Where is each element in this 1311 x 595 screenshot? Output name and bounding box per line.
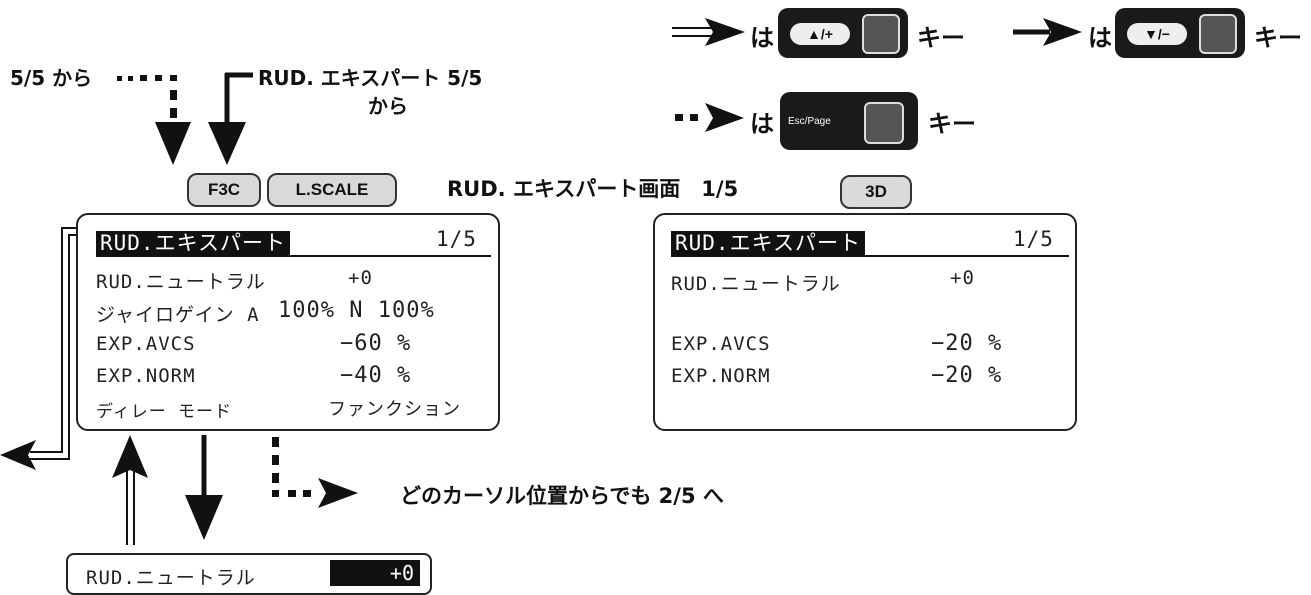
minus-key-cap: ▼/− [1127,23,1187,45]
dotted-path-from-5-5 [117,75,191,165]
screen-title: RUD.エキスパート [671,227,865,257]
page-key-button[interactable] [864,102,904,144]
row-exp-avcs-value[interactable]: −60 % [340,331,412,356]
row-gyro-gain-label: ジャイロゲイン A [96,304,260,326]
minus-key-prefix: は [1088,24,1112,52]
solid-path-from-expert [208,72,253,165]
page-key-prefix: は [750,110,774,138]
row-exp-norm-value[interactable]: −40 % [340,363,412,388]
row-rud-neutral-value[interactable]: +0 [950,267,975,289]
minus-key-suffix: キー [1254,24,1302,52]
dotted-path-to-2-5 [272,437,358,508]
row-delay-mode-label: ディレー モード [96,402,233,422]
tag-lscale: L.SCALE [267,173,397,207]
edit-box-label: RUD.ニュートラル [86,567,256,589]
row-exp-avcs-label: EXP.AVCS [671,333,771,355]
row-delay-mode-value[interactable]: ファンクション [328,399,461,420]
solid-down-arrow [185,435,223,540]
title-underline [96,255,491,257]
from-expert-label-line1: RUD. エキスパート 5/5 [258,66,483,90]
screen-caption: RUD. エキスパート画面 1/5 [447,177,739,201]
row-exp-norm-label: EXP.NORM [671,365,771,387]
lcd-screen-left: RUD.エキスパート 1/5 RUD.ニュートラル +0 ジャイロゲイン A 1… [76,213,500,431]
from-expert-label-line2: から [368,94,408,118]
minus-key-panel: ▼/− [1115,8,1245,58]
from-5-5-label: 5/5 から [10,66,93,90]
lcd-screen-right: RUD.エキスパート 1/5 RUD.ニュートラル +0 EXP.AVCS −2… [653,213,1077,431]
plus-key-suffix: キー [917,24,965,52]
row-exp-avcs-label: EXP.AVCS [96,333,196,355]
plus-key-panel: ▲/+ [778,8,908,58]
plus-key-button[interactable] [862,14,900,54]
row-exp-norm-value[interactable]: −20 % [931,363,1003,388]
edit-box-value[interactable]: +0 [330,560,420,586]
row-rud-neutral-label: RUD.ニュートラル [671,273,841,295]
row-exp-norm-label: EXP.NORM [96,365,196,387]
edit-box: RUD.ニュートラル +0 [66,553,432,595]
screen-page: 1/5 [1013,227,1054,251]
solid-arrow-icon [1013,18,1082,46]
double-arrow-icon [672,18,745,46]
screen-page: 1/5 [436,227,477,251]
dotted-arrow-icon [675,103,744,132]
to-2-5-label: どのカーソル位置からでも 2/5 へ [400,484,724,508]
page-key-suffix: キー [928,110,976,138]
title-underline [671,255,1069,257]
page-key-panel: Esc/Page [780,92,918,150]
double-up-arrow [112,435,148,545]
minus-key-button[interactable] [1199,14,1237,54]
screen-title: RUD.エキスパート [96,227,290,257]
plus-key-cap: ▲/+ [790,23,850,45]
screen-title-text: RUD.エキスパート [96,231,290,255]
tag-f3c: F3C [187,173,261,207]
row-exp-avcs-value[interactable]: −20 % [931,331,1003,356]
row-rud-neutral-label: RUD.ニュートラル [96,271,266,293]
page-key-label: Esc/Page [788,116,831,127]
screen-title-text: RUD.エキスパート [671,231,865,255]
row-gyro-gain-value[interactable]: 100% N 100% [278,298,435,323]
plus-key-prefix: は [750,24,774,52]
row-rud-neutral-value[interactable]: +0 [348,267,373,289]
tag-3d: 3D [840,175,912,209]
